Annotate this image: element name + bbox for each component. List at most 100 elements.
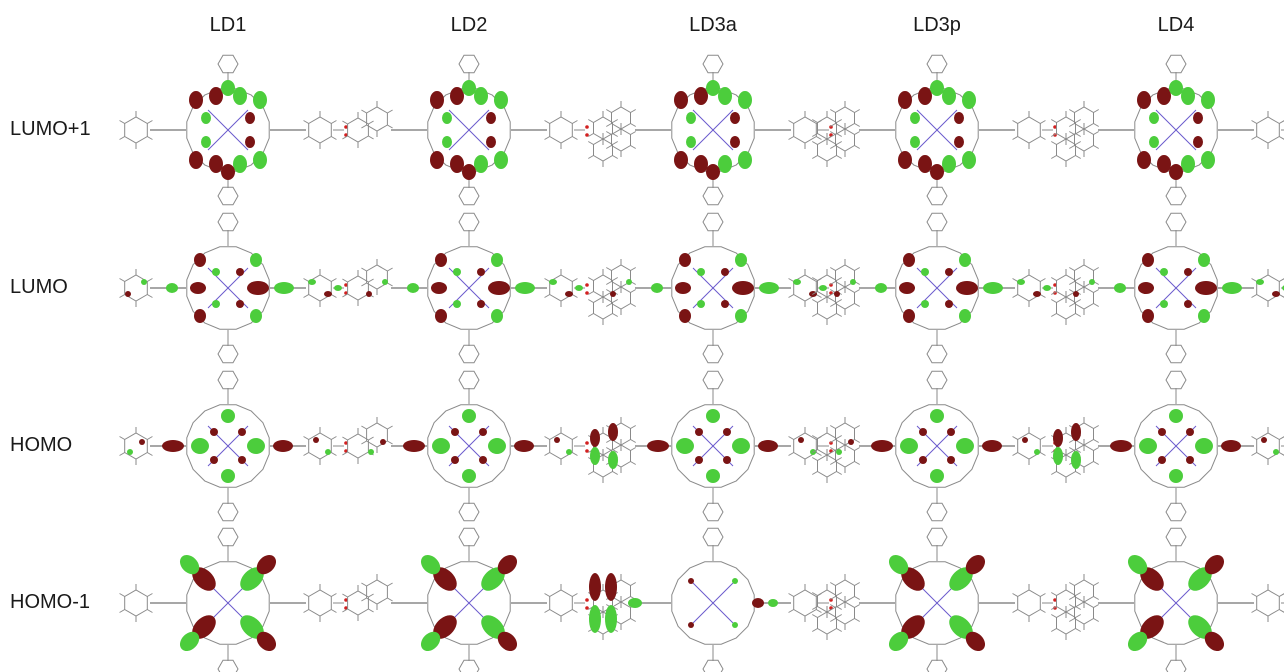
orbital-lobe-negative bbox=[910, 136, 920, 148]
orbital-lobe-positive bbox=[162, 440, 184, 452]
phenyl-ring bbox=[793, 116, 817, 144]
c-h-bond bbox=[1093, 303, 1099, 307]
c-h-bond bbox=[812, 119, 818, 123]
c-h-bond bbox=[630, 425, 636, 429]
c-h-bond bbox=[572, 136, 578, 140]
orbital-lobe-negative bbox=[1169, 409, 1183, 423]
orbital-lobe-positive bbox=[256, 631, 277, 652]
orbital-lobe-negative bbox=[706, 469, 720, 483]
orbital-lobe-negative bbox=[768, 599, 778, 607]
porphyrin-macrocycle bbox=[186, 404, 270, 488]
c-h-bond bbox=[830, 461, 836, 465]
oxygen-atom bbox=[585, 291, 589, 295]
c-h-bond bbox=[361, 440, 367, 445]
c-h-bond bbox=[830, 425, 836, 429]
mesityl-ring bbox=[702, 54, 724, 74]
c-h-bond bbox=[630, 123, 636, 127]
c-h-bond bbox=[1093, 267, 1099, 271]
c-h-bond bbox=[830, 604, 836, 608]
porphyrin-macrocycle bbox=[671, 404, 755, 488]
orbital-lobe-negative bbox=[949, 615, 973, 639]
c-h-bond bbox=[1051, 614, 1057, 618]
orbital-lobe-positive bbox=[901, 567, 925, 591]
orbital-lobe-positive bbox=[125, 291, 131, 297]
orbital-lobe-negative bbox=[1198, 309, 1210, 323]
c-h-bond bbox=[303, 278, 309, 282]
orbital-lobe-positive bbox=[679, 253, 691, 267]
orbital-lobe-negative bbox=[1139, 438, 1157, 454]
orbital-lobe-negative bbox=[221, 80, 235, 96]
c-h-bond bbox=[368, 278, 374, 283]
c-h-bond bbox=[1069, 439, 1075, 443]
c-h-bond bbox=[630, 267, 636, 271]
orbital-lobe-positive bbox=[209, 155, 223, 173]
c-h-bond bbox=[830, 618, 836, 622]
c-h-bond bbox=[812, 471, 818, 475]
orbital-lobe-positive bbox=[194, 309, 206, 323]
mesityl-ring bbox=[702, 527, 724, 547]
orbital-lobe-positive bbox=[313, 437, 319, 443]
column-label-ld3a: LD3a bbox=[689, 14, 737, 36]
orbital-lobe-positive bbox=[752, 598, 764, 608]
c-h-bond bbox=[1075, 155, 1081, 159]
phenyl-ring bbox=[1017, 274, 1041, 302]
orbital-lobe-positive bbox=[834, 291, 840, 297]
c-h-bond bbox=[1093, 596, 1099, 600]
orbital-lobe-negative bbox=[491, 309, 503, 323]
c-h-bond bbox=[1279, 120, 1284, 124]
orbital-lobe-positive bbox=[919, 428, 927, 436]
c-h-bond bbox=[1069, 123, 1075, 127]
orbital-lobe-negative bbox=[1127, 554, 1148, 575]
c-h-bond bbox=[572, 436, 578, 440]
orbital-lobe-positive bbox=[688, 622, 694, 628]
c-h-bond bbox=[368, 608, 374, 613]
oxygen-atom bbox=[344, 441, 348, 445]
orbital-lobe-negative bbox=[1201, 91, 1215, 109]
orbital-lobe-negative bbox=[735, 253, 747, 267]
c-h-bond bbox=[387, 440, 393, 445]
oxygen-atom bbox=[585, 449, 589, 453]
mesityl-ring bbox=[1165, 527, 1187, 547]
orbital-lobe-negative bbox=[250, 253, 262, 267]
c-h-bond bbox=[812, 141, 818, 145]
orbital-panel-ld2-lumo bbox=[342, 212, 589, 364]
orbital-lobe-positive bbox=[497, 631, 518, 652]
c-h-bond bbox=[1051, 471, 1057, 475]
orbital-lobe-negative bbox=[240, 567, 264, 591]
c-h-bond bbox=[1040, 593, 1046, 597]
orbital-lobe-positive bbox=[431, 282, 447, 294]
c-h-bond bbox=[588, 291, 594, 295]
orbital-lobe-negative bbox=[1169, 80, 1183, 96]
orbital-lobe-negative bbox=[1149, 112, 1159, 124]
orbital-lobe-negative bbox=[1149, 136, 1159, 148]
c-h-bond bbox=[830, 447, 836, 451]
c-h-bond bbox=[836, 614, 842, 618]
c-h-bond bbox=[368, 593, 374, 598]
orbital-panel-ld1-lumo bbox=[119, 212, 348, 364]
c-h-bond bbox=[836, 606, 842, 610]
orbital-lobe-positive bbox=[694, 155, 708, 173]
c-h-bond bbox=[1075, 471, 1081, 475]
c-h-bond bbox=[1251, 294, 1257, 298]
orbital-lobe-negative bbox=[1201, 151, 1215, 169]
orbital-lobe-negative bbox=[1169, 469, 1183, 483]
orbital-lobe-positive bbox=[565, 291, 573, 297]
c-h-bond bbox=[812, 435, 818, 439]
c-h-bond bbox=[119, 294, 125, 298]
c-h-bond bbox=[1075, 614, 1081, 618]
orbital-lobe-positive bbox=[918, 87, 932, 105]
orbital-lobe-positive bbox=[1184, 268, 1192, 276]
orbital-lobe-positive bbox=[730, 136, 740, 148]
c-h-bond bbox=[1040, 294, 1046, 298]
orbital-lobe-positive bbox=[918, 155, 932, 173]
orbital-lobe-negative bbox=[382, 279, 388, 285]
orbital-lobe-negative bbox=[253, 91, 267, 109]
c-h-bond bbox=[331, 452, 337, 456]
c-h-bond bbox=[612, 155, 618, 159]
phenyl-ring bbox=[549, 432, 573, 460]
orbital-lobe-positive bbox=[194, 253, 206, 267]
phenyl-ring bbox=[549, 274, 573, 302]
zn-n-bond bbox=[207, 109, 249, 151]
c-h-bond bbox=[788, 294, 794, 298]
